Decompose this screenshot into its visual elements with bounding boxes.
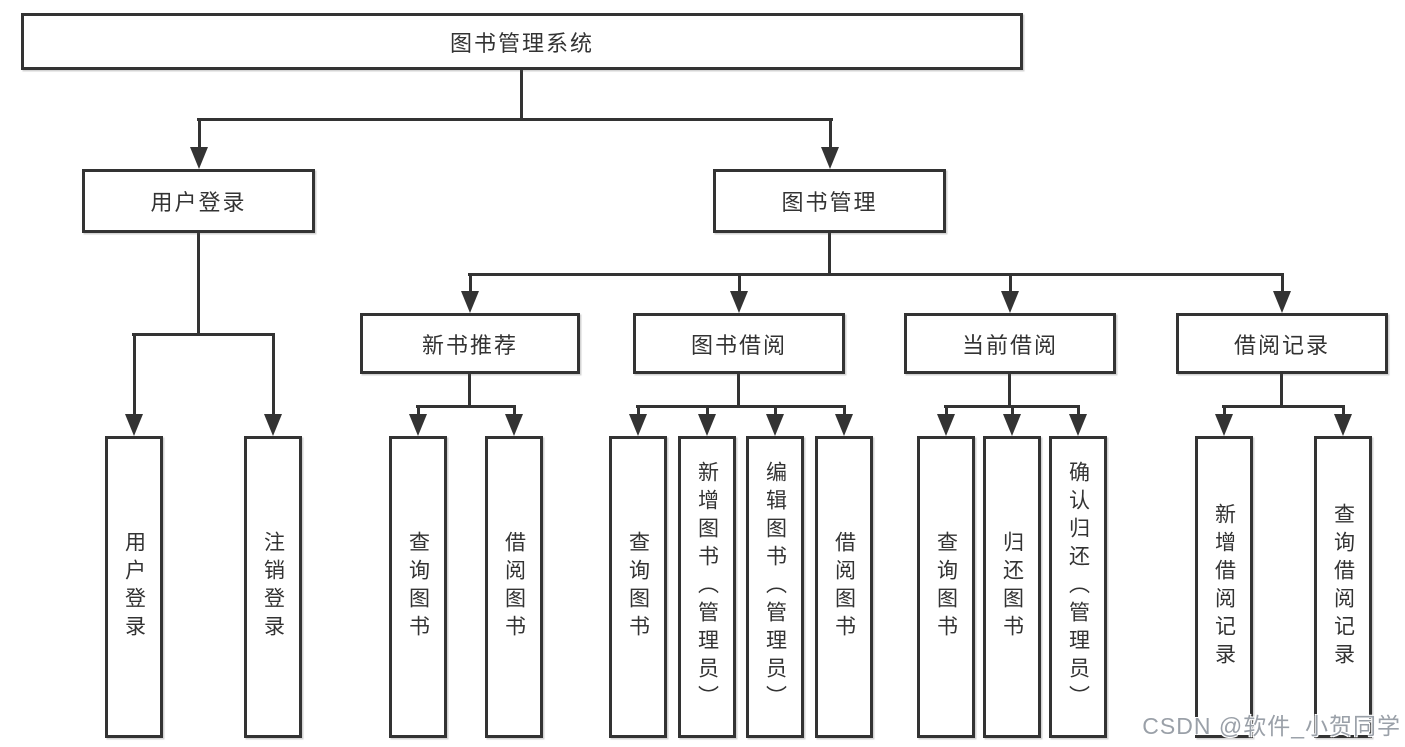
arrow-down-icon (125, 333, 143, 436)
node-book-management: 图书管理 (713, 169, 946, 233)
leaf-label: 借阅图书 (502, 531, 526, 643)
node-borrowing-records: 借阅记录 (1176, 313, 1388, 374)
arrow-down-icon (461, 273, 479, 313)
arrow-down-icon (1273, 273, 1291, 313)
leaf-records-add-borrow-record: 新增借阅记录 (1195, 436, 1253, 738)
leaf-newbook-borrow-books: 借阅图书 (485, 436, 543, 738)
connector-line (468, 273, 1284, 276)
arrow-down-icon (1069, 405, 1087, 436)
leaf-label: 编辑图书（管理员） (763, 461, 787, 713)
leaf-label: 新增图书（管理员） (695, 461, 719, 713)
connector-line (1280, 374, 1283, 405)
connector-line (520, 70, 523, 118)
connector-line (468, 374, 471, 405)
arrow-down-icon (835, 405, 853, 436)
arrow-down-icon (766, 405, 784, 436)
node-book-borrowing: 图书借阅 (633, 313, 845, 374)
arrow-down-icon (505, 405, 523, 436)
connector-line (416, 405, 516, 408)
leaf-newbook-query-books: 查询图书 (389, 436, 447, 738)
leaf-label: 新增借阅记录 (1212, 503, 1236, 671)
arrow-down-icon (937, 405, 955, 436)
connector-line (828, 233, 831, 273)
leaf-logout: 注销登录 (244, 436, 302, 738)
arrow-down-icon (1334, 405, 1352, 436)
arrow-down-icon (821, 118, 839, 169)
leaf-user-login: 用户登录 (105, 436, 163, 738)
leaf-label: 用户登录 (122, 531, 146, 643)
leaf-label: 查询图书 (626, 531, 650, 643)
leaf-label: 确认归还（管理员） (1066, 461, 1090, 713)
arrow-down-icon (409, 405, 427, 436)
leaf-borrow-borrow-books: 借阅图书 (815, 436, 873, 738)
node-current-borrowing: 当前借阅 (904, 313, 1116, 374)
node-root: 图书管理系统 (21, 13, 1023, 70)
leaf-current-query-books: 查询图书 (917, 436, 975, 738)
arrow-down-icon (1001, 273, 1019, 313)
arrow-down-icon (1215, 405, 1233, 436)
arrow-down-icon (698, 405, 716, 436)
leaf-current-return-books: 归还图书 (983, 436, 1041, 738)
leaf-label: 查询图书 (406, 531, 430, 643)
connector-line (197, 233, 200, 333)
leaf-borrow-query-books: 查询图书 (609, 436, 667, 738)
arrow-down-icon (629, 405, 647, 436)
connector-line (1222, 405, 1345, 408)
connector-line (1008, 374, 1011, 405)
leaf-label: 查询借阅记录 (1331, 503, 1355, 671)
csdn-watermark: CSDN @软件_小贺同学 (1142, 713, 1401, 739)
arrow-down-icon (1003, 405, 1021, 436)
leaf-borrow-add-book-admin: 新增图书（管理员） (678, 436, 736, 738)
connector-line (132, 333, 275, 336)
arrow-down-icon (730, 273, 748, 313)
leaf-label: 查询图书 (934, 531, 958, 643)
node-new-book-recommendation: 新书推荐 (360, 313, 580, 374)
leaf-label: 借阅图书 (832, 531, 856, 643)
leaf-records-query-borrow-record: 查询借阅记录 (1314, 436, 1372, 738)
arrow-down-icon (264, 333, 282, 436)
leaf-current-confirm-return-admin: 确认归还（管理员） (1049, 436, 1107, 738)
connector-line (197, 118, 833, 121)
leaf-label: 注销登录 (261, 531, 285, 643)
node-user-login: 用户登录 (82, 169, 315, 233)
leaf-label: 归还图书 (1000, 531, 1024, 643)
connector-line (636, 405, 846, 408)
arrow-down-icon (190, 118, 208, 169)
leaf-borrow-edit-book-admin: 编辑图书（管理员） (746, 436, 804, 738)
connector-line (737, 374, 740, 405)
